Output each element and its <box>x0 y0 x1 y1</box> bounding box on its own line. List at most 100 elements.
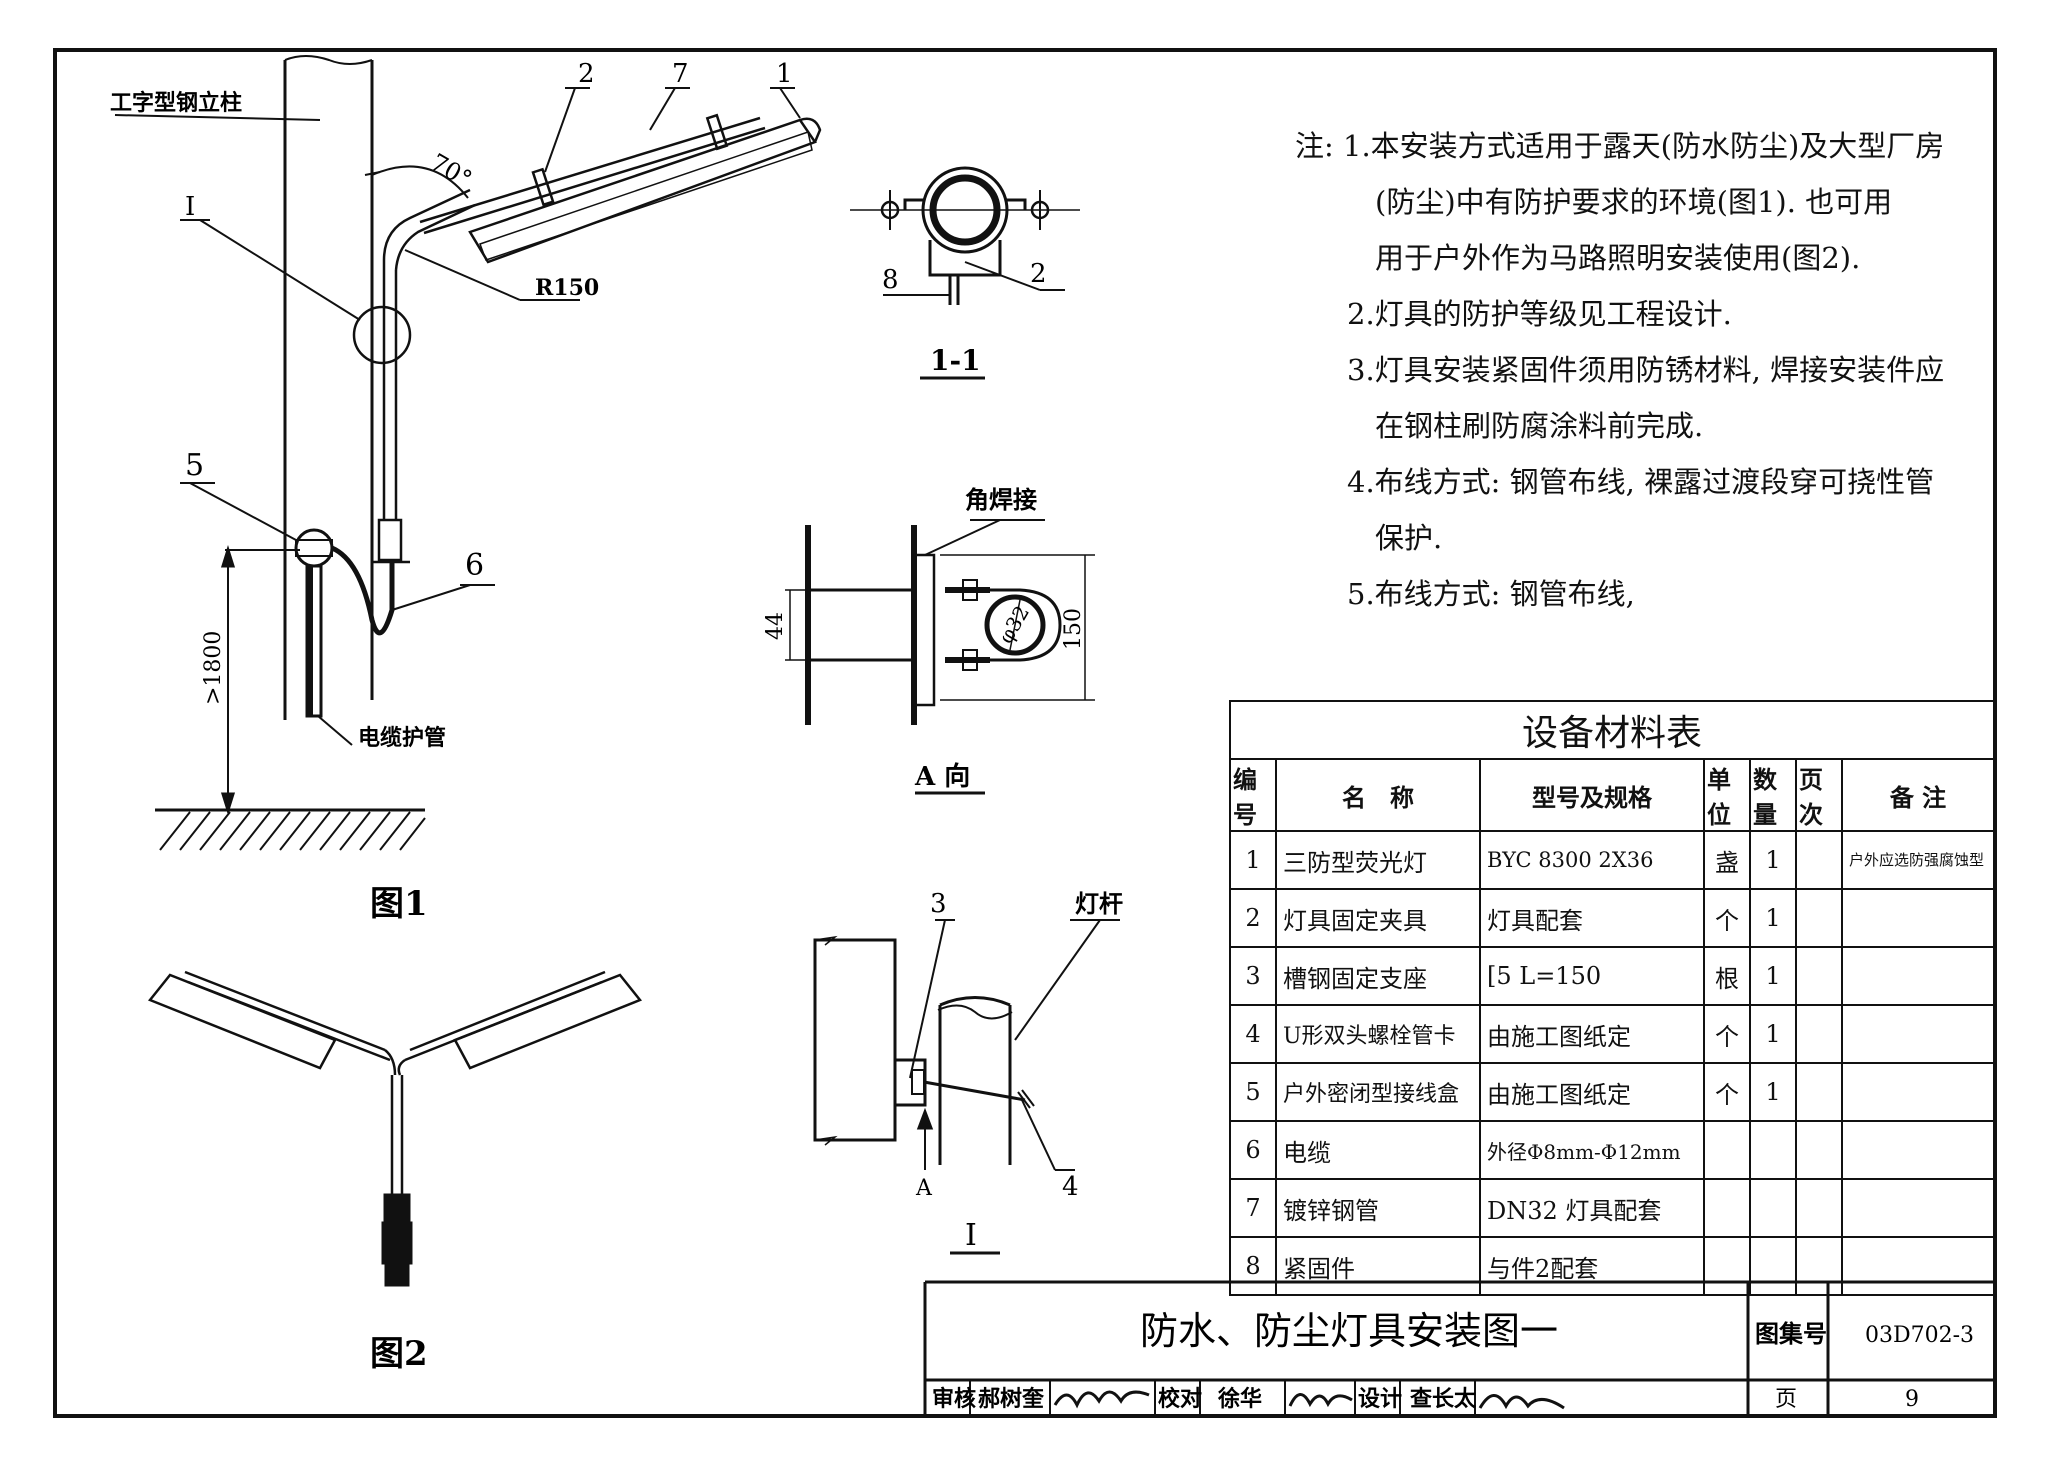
cell: 1 <box>1229 830 1277 890</box>
cell <box>1841 1004 1995 1064</box>
cell <box>1795 830 1843 890</box>
note-line: 保护. <box>1375 521 1443 555</box>
atlas-label: 图集号 <box>1755 1319 1827 1348</box>
view-a-drawing <box>785 519 1095 795</box>
detail-i-drawing <box>813 919 1120 1255</box>
table-header: 备 注 <box>1841 758 1995 832</box>
label-part-6: 6 <box>465 548 484 583</box>
cell <box>1795 1062 1843 1122</box>
label-dim-150: 150 <box>1061 608 1086 650</box>
drawing-title: 防水、防尘灯具安装图一 <box>1140 1309 1558 1353</box>
sec-part-2: 2 <box>1030 259 1047 289</box>
label-dim-phi32: φ32 <box>994 601 1035 647</box>
note-line: 2.灯具的防护等级见工程设计. <box>1347 297 1732 331</box>
cell <box>1795 888 1843 948</box>
cell: 由施工图纸定 <box>1479 1004 1705 1064</box>
cell <box>1795 946 1843 1006</box>
cell: 2 <box>1229 888 1277 948</box>
det-A: A <box>915 1176 933 1201</box>
label-part-5: 5 <box>185 448 204 483</box>
notes-block: 注: 1.本安装方式适用于露天(防水防尘)及大型厂房 (防尘)中有防护要求的环境… <box>1295 118 1944 622</box>
cell: 镀锌钢管 <box>1275 1178 1481 1238</box>
cell: 与件2配套 <box>1479 1236 1705 1296</box>
label-column: 工字型钢立柱 <box>110 90 242 116</box>
cell: U形双头螺栓管卡 <box>1275 1004 1481 1064</box>
cell: 三防型荧光灯 <box>1275 830 1481 890</box>
table-row: 2 灯具固定夹具 灯具配套 个 1 <box>1229 888 1995 948</box>
cell <box>1795 1004 1843 1064</box>
cell: 紧固件 <box>1275 1236 1481 1296</box>
cell: [5 L=150 <box>1479 946 1705 1006</box>
cell <box>1841 1120 1995 1180</box>
table-header: 数量 <box>1749 758 1797 832</box>
cell <box>1749 1178 1797 1238</box>
note-line: 3.灯具安装紧固件须用防锈材料, 焊接安装件应 <box>1347 353 1945 387</box>
label-dim-44: 44 <box>763 612 788 640</box>
cell <box>1841 1178 1995 1238</box>
cell <box>1749 1120 1797 1180</box>
cell: 个 <box>1703 1004 1751 1064</box>
sheet-border <box>53 48 1997 1418</box>
cell <box>1703 1178 1751 1238</box>
label-callout-I: I <box>185 192 195 222</box>
table-row: 8 紧固件 与件2配套 <box>1229 1236 1995 1296</box>
note-line: (防尘)中有防护要求的环境(图1). 也可用 <box>1375 185 1893 219</box>
det-pole: 灯杆 <box>1075 889 1123 918</box>
table-header: 名 称 <box>1275 758 1481 832</box>
fig2-caption: 图2 <box>370 1334 428 1374</box>
cell: 6 <box>1229 1120 1277 1180</box>
cell <box>1703 1120 1751 1180</box>
fig1-drawing <box>114 55 822 851</box>
note-line: 5.布线方式: 钢管布线, <box>1347 577 1635 611</box>
table-row: 1 三防型荧光灯 BYC 8300 2X36 盏 1 户外应选防强腐蚀型 <box>1229 830 1995 890</box>
cell <box>1841 1062 1995 1122</box>
cell: BYC 8300 2X36 <box>1479 830 1705 890</box>
fig1-caption: 图1 <box>370 884 428 924</box>
table-header: 页次 <box>1795 758 1843 832</box>
table-row: 6 电缆 外径Φ8mm-Φ12mm <box>1229 1120 1995 1180</box>
det-part-4: 4 <box>1062 1172 1079 1202</box>
review-label: 审核 <box>932 1386 976 1412</box>
label-part-1: 1 <box>776 59 793 89</box>
cell: 灯具固定夹具 <box>1275 888 1481 948</box>
cell: 3 <box>1229 946 1277 1006</box>
cell: 由施工图纸定 <box>1479 1062 1705 1122</box>
note-line: 在钢柱刷防腐涂料前完成. <box>1375 409 1704 443</box>
label-part-2: 2 <box>578 59 595 89</box>
label-weld: 角焊接 <box>965 485 1037 514</box>
cell: DN32 灯具配套 <box>1479 1178 1705 1238</box>
table-row: 3 槽钢固定支座 [5 L=150 根 1 <box>1229 946 1995 1006</box>
note-line: 用于户外作为马路照明安装使用(图2). <box>1375 241 1861 275</box>
cell: 1 <box>1749 830 1797 890</box>
cell <box>1795 1120 1843 1180</box>
page-label: 页 <box>1775 1387 1797 1412</box>
table-header-row: 编号 名 称 型号及规格 单位 数量 页次 备 注 <box>1229 758 1995 832</box>
cell <box>1795 1236 1843 1296</box>
label-angle: 70° <box>426 148 477 194</box>
fig2-drawing <box>147 970 643 1287</box>
note-line: 注: 1.本安装方式适用于露天(防水防尘)及大型厂房 <box>1295 129 1945 163</box>
cell: 8 <box>1229 1236 1277 1296</box>
label-part-7: 7 <box>672 59 689 89</box>
cell <box>1841 1236 1995 1296</box>
cell: 个 <box>1703 1062 1751 1122</box>
table-row: 4 U形双头螺栓管卡 由施工图纸定 个 1 <box>1229 1004 1995 1064</box>
table-header: 单位 <box>1703 758 1751 832</box>
table-row: 5 户外密闭型接线盒 由施工图纸定 个 1 <box>1229 1062 1995 1122</box>
materials-table: 设备材料表 编号 名 称 型号及规格 单位 数量 页次 备 注 1 三防型荧光灯… <box>1229 700 1995 1296</box>
cell: 盏 <box>1703 830 1751 890</box>
cell: 户外密闭型接线盒 <box>1275 1062 1481 1122</box>
table-header: 编号 <box>1229 758 1277 832</box>
table-title: 设备材料表 <box>1229 700 1995 760</box>
section-1-1-drawing <box>850 166 1080 380</box>
sec-part-8: 8 <box>882 265 899 295</box>
cell: 个 <box>1703 888 1751 948</box>
atlas-no: 03D702-3 <box>1865 1323 1974 1348</box>
page-no: 9 <box>1905 1387 1919 1412</box>
cell: 7 <box>1229 1178 1277 1238</box>
detail-i-caption: I <box>965 1218 977 1253</box>
cell: 5 <box>1229 1062 1277 1122</box>
reviewer: 郝树奎 <box>978 1386 1045 1412</box>
checker: 徐华 <box>1217 1386 1262 1412</box>
